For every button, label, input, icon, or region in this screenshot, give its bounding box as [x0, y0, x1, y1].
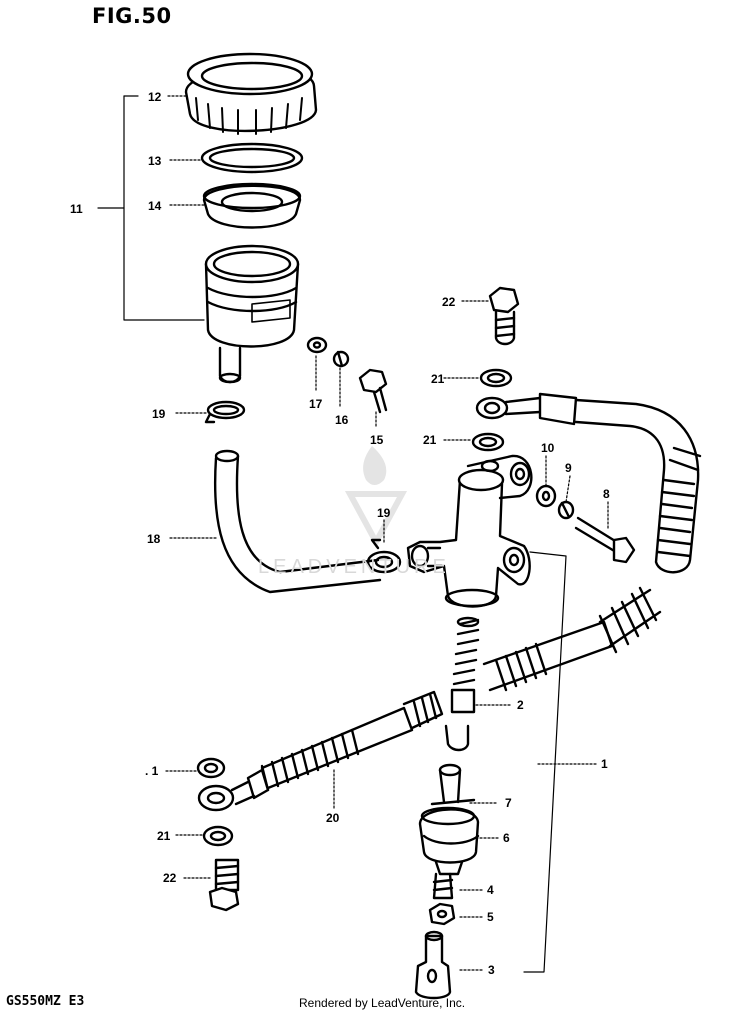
callout-1-right: 1 — [601, 757, 608, 771]
hose-clamp-upper — [204, 400, 246, 424]
hose-clamp-lower — [366, 538, 402, 574]
callout-labels: 12 13 11 14 19 17 16 15 18 19 22 21 21 1… — [70, 90, 610, 977]
callout-17: 17 — [309, 397, 323, 411]
brake-hose-lower — [197, 690, 444, 812]
callout-6: 6 — [503, 831, 510, 845]
reservoir-cap — [184, 52, 318, 135]
callout-21-lower: 21 — [157, 829, 171, 843]
callout-22-lower: 22 — [163, 871, 177, 885]
reservoir-tank — [204, 244, 300, 384]
callout-13: 13 — [148, 154, 162, 168]
washer-21-lower — [202, 825, 234, 847]
callout-5: 5 — [487, 910, 494, 924]
callout-15: 15 — [370, 433, 384, 447]
callout-18: 18 — [147, 532, 161, 546]
piston-7 — [430, 763, 476, 806]
reservoir-hose — [213, 449, 382, 594]
watermark-text: LEADVENTURE — [258, 556, 450, 578]
diaphragm-plate — [202, 182, 302, 229]
callout-8: 8 — [603, 487, 610, 501]
callout-22-upper: 22 — [442, 295, 456, 309]
model-code: GS550MZ E3 — [6, 994, 85, 1009]
bolt-8 — [574, 516, 636, 564]
union-bolt-upper — [488, 286, 520, 346]
callout-9: 9 — [565, 461, 572, 475]
screw-15 — [358, 368, 388, 414]
callout-12: 12 — [148, 90, 162, 104]
callout-11: 11 — [70, 202, 83, 216]
washer-17 — [306, 336, 328, 354]
callout-16: 16 — [335, 413, 349, 427]
nut-5 — [428, 902, 456, 926]
push-rod-4 — [432, 872, 454, 900]
render-credit: Rendered by LeadVenture, Inc. — [299, 996, 466, 1010]
master-cylinder-body — [406, 454, 533, 608]
washer-10 — [535, 484, 557, 508]
callout-14: 14 — [148, 199, 162, 213]
callout-4: 4 — [487, 883, 494, 897]
spring-piston-2 — [444, 616, 480, 752]
brake-hose-middle — [482, 586, 662, 692]
callout-21-upper-b: 21 — [423, 433, 437, 447]
figure-title: FIG.50 — [92, 4, 172, 28]
callout-7: 7 — [505, 796, 512, 810]
washer-1-lower — [196, 757, 226, 779]
callout-19-lower: 19 — [377, 506, 391, 520]
leader-lines — [165, 95, 609, 971]
washer-21-upper-a — [479, 368, 513, 388]
callout-21-upper-a: 21 — [431, 372, 445, 386]
callout-20: 20 — [326, 811, 340, 825]
callout-10: 10 — [541, 441, 555, 455]
callout-19-upper: 19 — [152, 407, 166, 421]
union-bolt-lower — [208, 858, 240, 912]
callout-3: 3 — [488, 963, 495, 977]
watermark-logo — [344, 446, 408, 549]
lock-washer-16 — [332, 350, 350, 368]
boot-6 — [418, 806, 480, 876]
callout-2: 2 — [517, 698, 524, 712]
washer-21-upper-b — [471, 432, 505, 452]
callout-1-left: . 1 — [145, 764, 159, 778]
brake-hose-upper — [475, 392, 702, 574]
clevis-3 — [414, 930, 452, 1000]
cap-gasket — [200, 142, 304, 174]
callout-brackets — [97, 95, 567, 973]
lock-washer-9 — [557, 500, 575, 520]
